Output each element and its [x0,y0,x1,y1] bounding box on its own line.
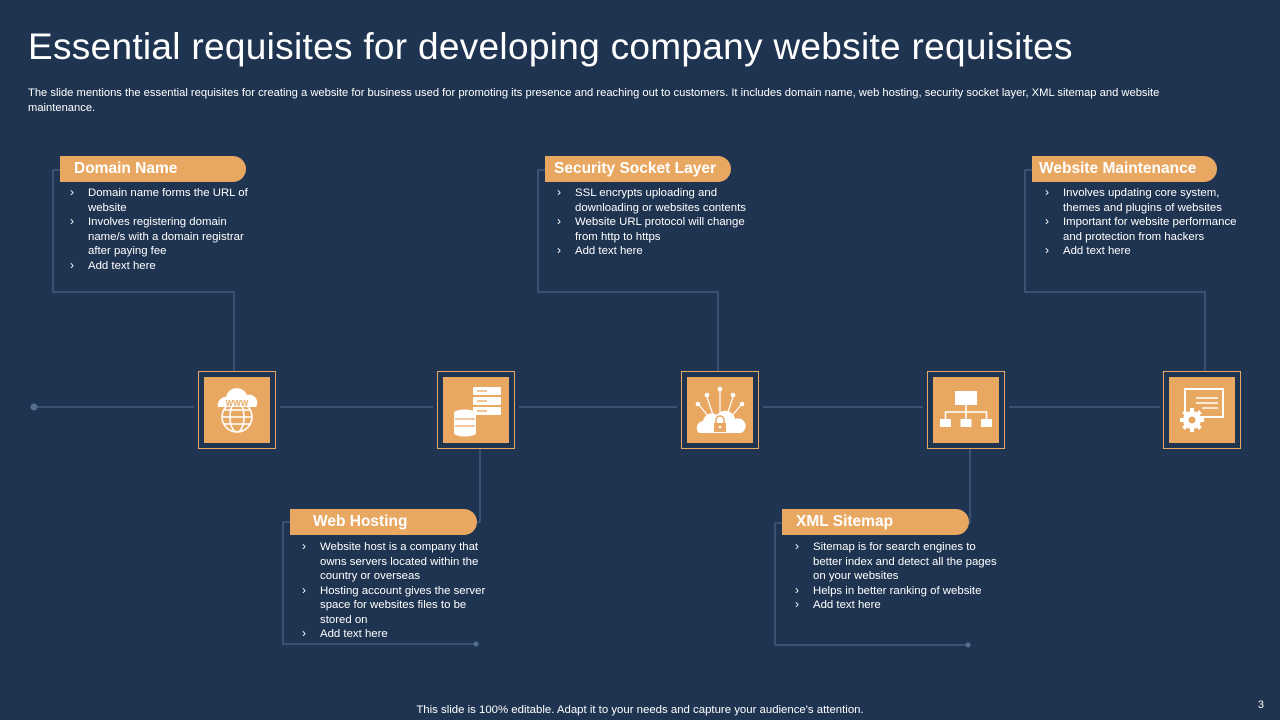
list-item: Add text here [793,597,1003,613]
cloud-lock-icon [695,386,746,433]
list-item: Website URL protocol will change from ht… [555,214,765,244]
page-number: 3 [1257,699,1264,711]
slide-title: Essential requisites for developing comp… [28,26,1073,67]
list-item: Add text here [68,258,253,274]
xml-sitemap-bullets: Sitemap is for search engines to better … [793,539,1003,613]
domain-name-icon-box: WWW [198,371,276,449]
ssl-bullets: SSL encrypts uploading and downloading o… [555,185,765,259]
website-maintenance-icon-box [1163,371,1241,449]
footer-note: This slide is 100% editable. Adapt it to… [416,704,864,716]
monitor-gear-icon [1180,388,1224,432]
web-hosting-icon-box [437,371,515,449]
domain-name-bullets: Domain name forms the URL of website Inv… [68,185,253,274]
website-maintenance-heading: Website Maintenance [1032,156,1217,182]
sitemap-icon [940,391,992,427]
website-maintenance-bullets: Involves updating core system, themes an… [1043,185,1243,259]
web-hosting-heading: Web Hosting [290,509,477,535]
slide-subtitle: The slide mentions the essential requisi… [28,87,1160,114]
list-item: SSL encrypts uploading and downloading o… [555,185,765,215]
list-item: Add text here [300,626,490,642]
ssl-heading: Security Socket Layer [545,156,731,182]
web-hosting-bullets: Website host is a company that owns serv… [300,539,490,642]
www-globe-icon: WWW [217,388,258,433]
database-server-icon [454,387,501,437]
list-item: Add text here [555,243,765,259]
xml-sitemap-icon-box [927,371,1005,449]
xml-sitemap-heading: XML Sitemap [782,509,969,535]
list-item: Sitemap is for search engines to better … [793,539,1003,584]
list-item: Helps in better ranking of website [793,583,1003,599]
list-item: Domain name forms the URL of website [68,185,253,215]
list-item: Important for website performance and pr… [1043,214,1243,244]
list-item: Add text here [1043,243,1243,259]
list-item: Hosting account gives the server space f… [300,583,490,628]
list-item: Involves registering domain name/s with … [68,214,253,259]
ssl-icon-box [681,371,759,449]
list-item: Involves updating core system, themes an… [1043,185,1243,215]
domain-name-heading: Domain Name [60,156,246,182]
svg-text:WWW: WWW [226,399,249,408]
list-item: Website host is a company that owns serv… [300,539,490,584]
